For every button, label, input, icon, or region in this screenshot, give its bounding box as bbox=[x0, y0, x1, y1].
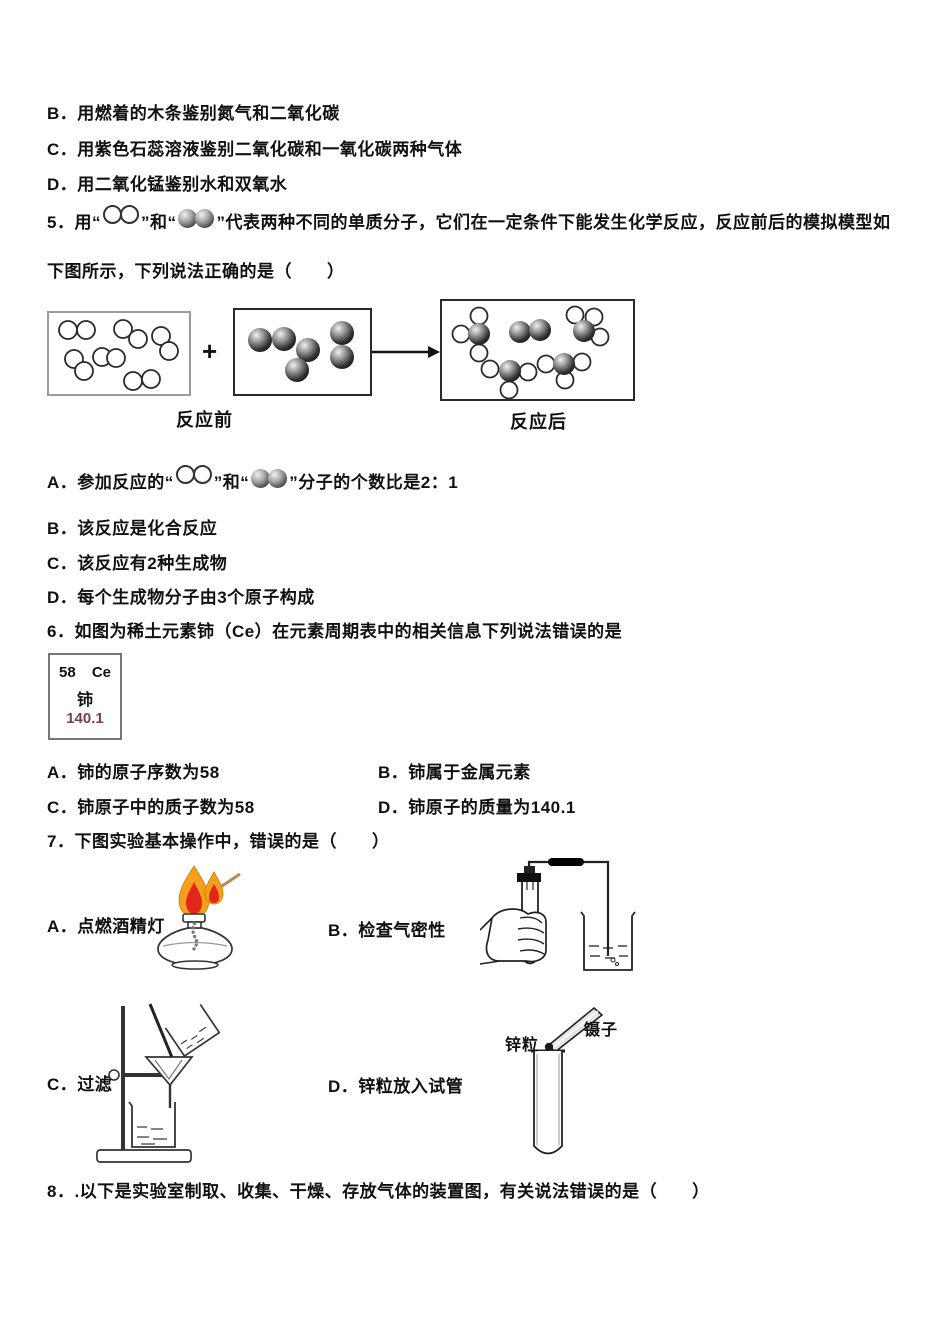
plus-sign: + bbox=[202, 336, 218, 366]
element-name: 铈 bbox=[76, 692, 93, 709]
alcohol-lamp-icon bbox=[157, 865, 241, 970]
q6-stem: 6．如图为稀土元素铈（Ce）在元素周期表中的相关信息下列说法错误的是 bbox=[47, 622, 623, 641]
q5-stem-prefix: 5．用“ bbox=[47, 212, 101, 232]
product-box bbox=[440, 299, 635, 401]
atomic-number: 58 bbox=[59, 664, 76, 681]
white-molecule-icon bbox=[102, 204, 139, 224]
zinc-particle-label: 锌粒 bbox=[505, 1037, 540, 1054]
q7-option-a: A．点燃酒精灯 bbox=[47, 917, 165, 936]
before-reaction-label: 反应前 bbox=[176, 410, 233, 430]
q5-opta-prefix: A．参加反应的“ bbox=[47, 472, 174, 492]
q6-option-b: B．铈属于金属元素 bbox=[378, 763, 531, 782]
white-molecule-icon bbox=[175, 464, 212, 484]
element-mass: 140.1 bbox=[66, 710, 104, 727]
product-molecules-drawing bbox=[451, 305, 610, 400]
q7-option-d: D．锌粒放入试管 bbox=[328, 1077, 464, 1096]
after-reaction-label: 反应后 bbox=[510, 412, 567, 432]
dark-molecule-icon bbox=[251, 468, 288, 488]
filtration-icon bbox=[96, 1003, 220, 1163]
q5-stem-suffix: ”代表两种不同的单质分子，它们在一定条件下能发生化学反应，反应前后的模拟模型如 bbox=[216, 212, 891, 232]
q5-opta-suffix: ”分子的个数比是2：1 bbox=[289, 472, 459, 492]
q4-option-c: C．用紫色石蕊溶液鉴别二氧化碳和一氧化碳两种气体 bbox=[47, 140, 463, 159]
q6-option-a: A．铈的原子序数为58 bbox=[47, 763, 220, 782]
zinc-test-tube-icon bbox=[531, 1006, 604, 1155]
q5-opta-mid: ”和“ bbox=[213, 472, 250, 492]
q4-option-d: D．用二氧化锰鉴别水和双氧水 bbox=[47, 175, 288, 194]
q5-option-a: A．参加反应的“ ”和“ ”分子的个数比是2：1 bbox=[47, 460, 458, 500]
q4-option-b: B．用燃着的木条鉴别氮气和二氧化碳 bbox=[47, 104, 340, 123]
element-symbol: Ce bbox=[91, 664, 111, 681]
q5-stem-mid: ”和“ bbox=[140, 212, 177, 232]
q8-stem: 8．.以下是实验室制取、收集、干燥、存放气体的装置图，有关说法错误的是（ ） bbox=[47, 1182, 710, 1201]
q5-option-b: B．该反应是化合反应 bbox=[47, 519, 218, 538]
reactant-box-white-molecules bbox=[47, 311, 191, 396]
q7-option-b: B．检查气密性 bbox=[328, 921, 446, 940]
q6-option-c: C．铈原子中的质子数为58 bbox=[47, 798, 255, 817]
q5-option-c: C．该反应有2种生成物 bbox=[47, 554, 228, 573]
q7-stem: 7．下图实验基本操作中，错误的是（ ） bbox=[47, 832, 390, 851]
tweezers-label: 镊子 bbox=[584, 1022, 619, 1039]
gas-tightness-check-icon bbox=[480, 858, 636, 971]
q5-stem-line1: 5．用“ ”和“ ”代表两种不同的单质分子，它们在一定条件下能发生化学反应，反应前后… bbox=[47, 200, 890, 240]
q5-stem-line2: 下图所示，下列说法正确的是（ ） bbox=[47, 262, 345, 281]
dark-molecule-icon bbox=[178, 208, 215, 228]
element-card-cerium: 58 Ce 铈 140.1 bbox=[48, 653, 122, 740]
element-card-top-row: 58 Ce bbox=[50, 664, 120, 681]
q6-option-d: D．铈原子的质量为140.1 bbox=[378, 798, 576, 817]
q5-option-d: D．每个生成物分子由3个原子构成 bbox=[47, 588, 315, 607]
reaction-arrow-icon bbox=[372, 346, 440, 358]
dark-molecules-drawing bbox=[248, 321, 354, 382]
q7-option-c: C．过滤 bbox=[47, 1075, 113, 1094]
reactant-box-dark-molecules bbox=[233, 308, 372, 396]
white-molecules-drawing bbox=[58, 319, 179, 391]
